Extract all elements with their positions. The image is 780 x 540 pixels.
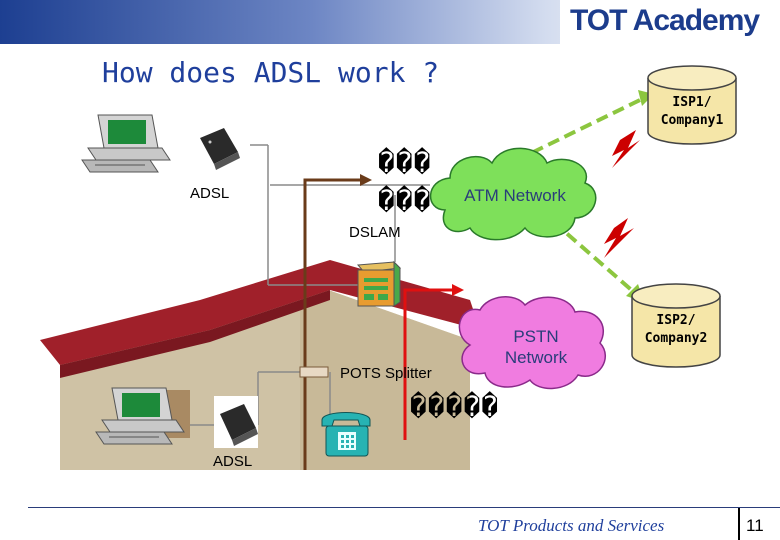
adsl-modem-icon (192, 120, 250, 170)
atm-cloud-icon (429, 147, 597, 241)
logo-area (560, 0, 780, 44)
dslam-icon (356, 260, 402, 307)
computer-icon (95, 387, 185, 445)
slide-title: How does ADSL work ? (102, 56, 440, 89)
dslam-label: DSLAM (349, 224, 401, 241)
database-cylinder-icon (647, 65, 737, 145)
atm-network-label: ATM Network (464, 186, 566, 205)
isp1-label: ISP1/ Company1 (660, 95, 724, 128)
computer-icon (81, 114, 171, 173)
pstn-cloud-icon (458, 296, 606, 390)
adsl-label-top: ADSL (190, 185, 230, 202)
unrendered-text-top-2: ��� (378, 184, 432, 217)
footer-text: TOT Products and Services (478, 516, 665, 535)
page-number: 11 (746, 516, 764, 535)
tot-academy-logo: TOT Academy (570, 4, 760, 37)
footer-divider (28, 507, 780, 508)
isp2-label: ISP2/ Company2 (644, 313, 708, 346)
adsl-label-bottom: ADSL (213, 453, 253, 470)
lightning-icon (604, 218, 634, 258)
page-number-divider (738, 508, 740, 540)
pots-splitter-label: POTS Splitter (340, 365, 432, 382)
lightning-icon (612, 130, 640, 168)
telephone-icon (321, 412, 371, 457)
pots-splitter-icon (299, 366, 329, 378)
unrendered-text-bottom: ����� (410, 390, 500, 423)
unrendered-text-top-1: ��� (378, 146, 432, 179)
pstn-network-label: PSTN Network (504, 327, 568, 367)
adsl-modem-icon (214, 396, 258, 448)
database-cylinder-icon (631, 283, 721, 368)
